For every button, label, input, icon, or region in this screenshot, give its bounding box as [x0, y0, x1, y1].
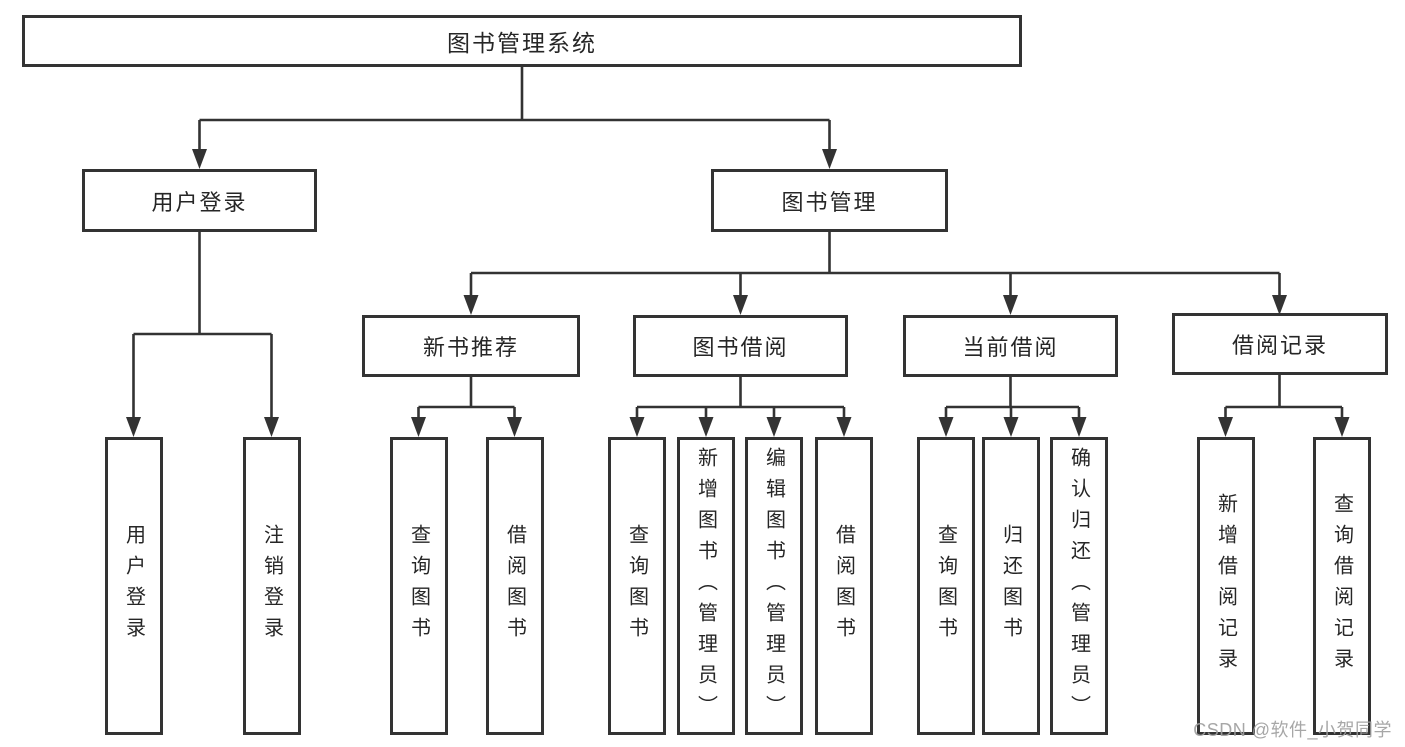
leaf-nbr-query-books: 查询图书 — [390, 437, 448, 735]
node-label: 确认归还（管理员） — [1067, 446, 1090, 726]
leaf-bb-borrow-books: 借阅图书 — [815, 437, 873, 735]
arrow-down-icon — [126, 417, 141, 437]
node-label: 图书借阅 — [692, 335, 789, 360]
node-new-book-recommendation: 新书推荐 — [362, 315, 580, 377]
leaf-nbr-borrow-books: 借阅图书 — [486, 437, 544, 735]
arrow-down-icon — [938, 417, 954, 437]
node-label: 查询图书 — [407, 524, 430, 648]
leaf-bb-edit-books-admin: 编辑图书（管理员） — [745, 437, 803, 735]
node-label: 用户登录 — [122, 524, 145, 648]
connector-book-mgmt-to-level3 — [469, 232, 1281, 298]
leaf-cb-query-books: 查询图书 — [917, 437, 975, 735]
node-label: 借阅图书 — [503, 524, 526, 648]
leaf-bb-add-books-admin: 新增图书（管理员） — [677, 437, 735, 735]
node-label: 用户登录 — [151, 189, 248, 215]
leaf-br-add-record: 新增借阅记录 — [1197, 437, 1255, 735]
arrow-down-icon — [733, 295, 748, 315]
arrow-down-icon — [1071, 417, 1087, 437]
node-label: 编辑图书（管理员） — [762, 446, 785, 726]
node-label: 借阅记录 — [1231, 333, 1328, 358]
node-current-borrowing: 当前借阅 — [903, 315, 1118, 377]
connector-root-to-level2 — [198, 67, 831, 152]
arrow-down-icon — [411, 417, 426, 437]
connector-book-borrow-to-leaves — [635, 377, 846, 420]
connector-user-login-to-leaves — [132, 232, 273, 420]
leaf-bb-query-books: 查询图书 — [608, 437, 666, 735]
connector-borrow-records-to-leaves — [1224, 375, 1344, 420]
arrow-down-icon — [698, 417, 714, 437]
arrow-down-icon — [507, 417, 522, 437]
node-book-management: 图书管理 — [711, 169, 948, 232]
node-user-login: 用户登录 — [82, 169, 317, 232]
watermark: CSDN @软件_小贺同学 — [1193, 720, 1392, 740]
arrow-down-icon — [1272, 295, 1287, 315]
node-label: 新增图书（管理员） — [694, 446, 717, 726]
leaf-logout: 注销登录 — [243, 437, 301, 735]
node-label: 查询图书 — [934, 524, 957, 648]
arrowheads — [126, 149, 1350, 437]
node-label: 注销登录 — [260, 524, 283, 648]
leaf-user-login: 用户登录 — [105, 437, 163, 735]
connector-current-borrow-to-leaves — [944, 377, 1081, 420]
arrow-down-icon — [463, 295, 479, 315]
node-root-system: 图书管理系统 — [22, 15, 1022, 67]
node-label: 归还图书 — [999, 524, 1022, 648]
arrow-down-icon — [766, 417, 782, 437]
node-label: 新增借阅记录 — [1214, 493, 1237, 679]
node-label: 新书推荐 — [422, 335, 519, 360]
node-label: 借阅图书 — [832, 524, 855, 648]
leaf-br-query-record: 查询借阅记录 — [1313, 437, 1371, 735]
arrow-down-icon — [1003, 417, 1019, 437]
arrow-down-icon — [1334, 417, 1350, 437]
leaf-cb-return-books: 归还图书 — [982, 437, 1040, 735]
arrow-down-icon — [629, 417, 645, 437]
arrow-down-icon — [264, 417, 279, 437]
connector-new-book-rec-to-leaves — [417, 377, 516, 420]
node-label: 查询图书 — [625, 524, 648, 648]
node-label: 当前借阅 — [962, 335, 1059, 360]
arrow-down-icon — [1003, 295, 1018, 315]
node-label: 查询借阅记录 — [1330, 493, 1353, 679]
arrow-down-icon — [1218, 417, 1233, 437]
arrow-down-icon — [822, 149, 837, 169]
node-label: 图书管理系统 — [447, 30, 597, 56]
arrow-down-icon — [836, 417, 852, 437]
node-borrowing-records: 借阅记录 — [1172, 313, 1388, 375]
leaf-cb-confirm-return-admin: 确认归还（管理员） — [1050, 437, 1108, 735]
node-book-borrowing: 图书借阅 — [633, 315, 848, 377]
node-label: 图书管理 — [781, 189, 878, 215]
arrow-down-icon — [192, 149, 207, 169]
